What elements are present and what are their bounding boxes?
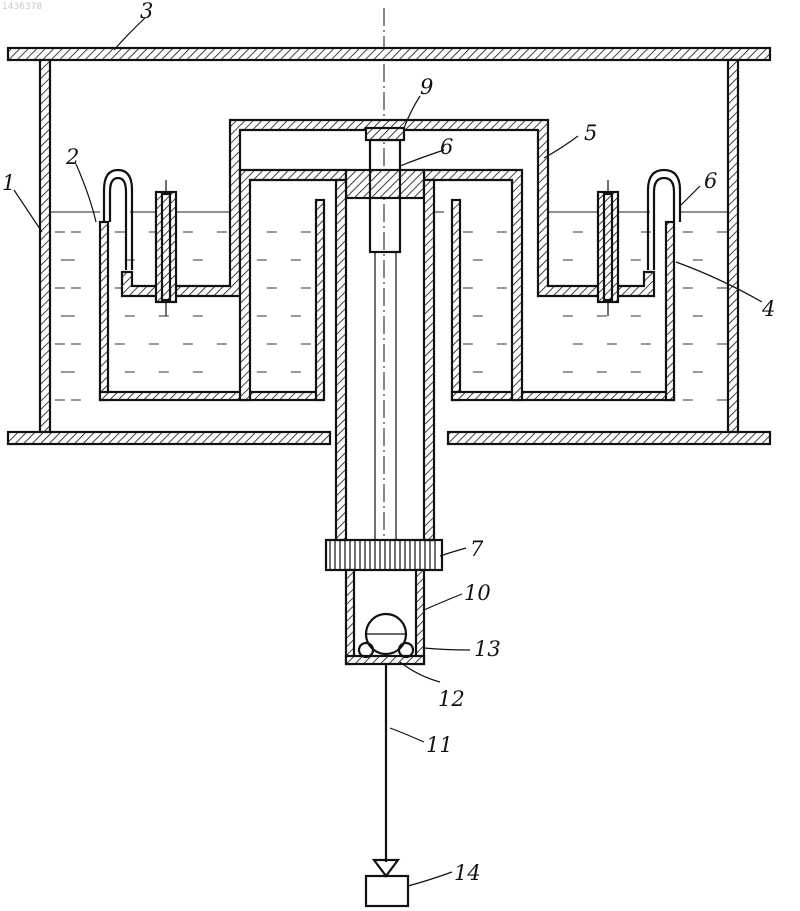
label-6-right: 6 [704,169,717,193]
label-6-center: 6 [440,135,453,159]
label-4: 4 [761,297,775,321]
hub-wall [240,170,346,400]
electrode-right [598,180,618,316]
label-13: 13 [474,637,501,661]
left-bath-vessel [100,200,324,400]
siphon-tube-right [648,170,680,270]
electrode-left [156,180,176,316]
weight-hook [374,860,398,876]
rotating-bell [122,120,654,296]
right-bath-vessel [452,200,674,400]
label-10: 10 [464,581,491,605]
liquid [50,212,728,400]
inner-hub [240,170,522,400]
stamp-text: 1436378 [2,2,42,12]
leader-lines [14,18,762,886]
pulley [359,614,413,657]
hub-plug [346,170,424,198]
gear-teeth [330,541,435,569]
gear [326,540,442,570]
label-9: 9 [420,75,433,99]
label-2: 2 [65,145,79,169]
label-5: 5 [584,121,597,145]
label-1: 1 [2,171,15,195]
label-14: 14 [454,861,481,885]
label-7: 7 [470,537,484,561]
bell-outer-wall [122,120,654,296]
label-12: 12 [438,687,465,711]
weight [366,876,408,906]
outer-housing [8,48,770,444]
label-11: 11 [426,733,453,757]
label-3: 3 [140,0,153,23]
shaft-cap [366,128,404,140]
